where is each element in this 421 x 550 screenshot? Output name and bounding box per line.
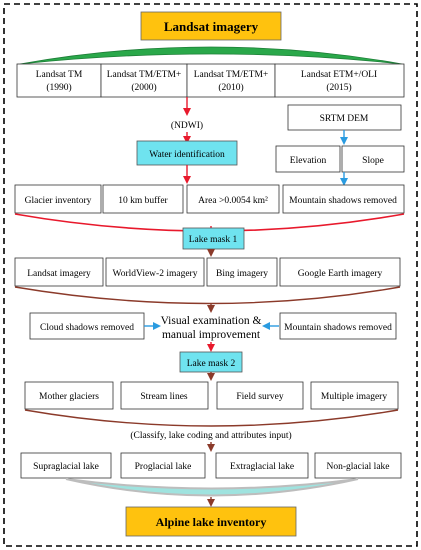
imagery-box-3 (206, 257, 278, 287)
lake-type-3-text: Extraglacial lake (230, 462, 294, 472)
lake-type-box-2 (120, 452, 206, 479)
source-3-line1: Landsat TM/ETM+ (194, 70, 269, 80)
filter-box-1 (14, 184, 102, 214)
attribute-3-text: Field survey (236, 392, 283, 402)
filter-1-text: Glacier inventory (25, 196, 92, 206)
brown-arc-1 (14, 286, 401, 305)
lake-mask-2-text: Lake mask 2 (187, 359, 236, 369)
title-box (140, 11, 282, 41)
attribute-2-text: Stream lines (140, 392, 188, 402)
elevation-box (275, 145, 341, 173)
lake-type-4-text: Non-glacial lake (326, 462, 389, 472)
source-box-3 (186, 63, 276, 98)
imagery-3-text: Bing imagery (216, 269, 268, 279)
source-2-line1: Landsat TM/ETM+ (107, 70, 182, 80)
attribute-box-4 (310, 381, 399, 410)
filter-2-text: 10 km buffer (118, 195, 168, 206)
source-1-line1: Landsat TM (36, 70, 83, 80)
imagery-box-4 (279, 257, 401, 287)
outer-frame (3, 3, 418, 547)
imagery-2-text: WorldView-2 imagery (113, 269, 198, 279)
slope-box (341, 145, 405, 173)
imagery-box-1 (14, 257, 104, 287)
elevation-text: Elevation (290, 156, 327, 166)
output-box (125, 506, 297, 537)
imagery-4-text: Google Earth imagery (298, 269, 383, 279)
source-1-line2: (1990) (46, 82, 71, 93)
source-4-line2: (2015) (326, 82, 351, 93)
visual-exam-line1: Visual examination & (161, 315, 262, 327)
attribute-box-1 (24, 381, 114, 410)
filter-box-3 (186, 184, 280, 214)
source-box-4 (274, 63, 405, 98)
slope-text: Slope (362, 156, 384, 166)
filter-4-text: Mountain shadows removed (289, 196, 397, 206)
srtm-dem-box (287, 104, 402, 131)
visual-exam-line2: manual improvement (162, 329, 261, 341)
source-box-1 (16, 63, 102, 98)
attribute-box-2 (120, 381, 209, 410)
lake-type-box-3 (215, 452, 309, 479)
srtm-dem-text: SRTM DEM (320, 114, 369, 124)
source-3-line2: (2010) (218, 82, 243, 93)
filter-box-4 (282, 184, 405, 214)
lake-type-1-text: Supraglacial lake (33, 462, 99, 472)
title-text: Landsat imagery (164, 19, 259, 34)
lake-mask-1-text: Lake mask 1 (189, 235, 238, 245)
classify-label: (Classify, lake coding and attributes in… (130, 430, 291, 441)
imagery-1-text: Landsat imagery (27, 269, 91, 279)
lake-type-box-1 (20, 452, 112, 479)
lake-type-2-text: Proglacial lake (135, 462, 192, 472)
source-4-line1: Landsat ETM+/OLI (301, 70, 377, 80)
grey-arc (65, 478, 359, 497)
source-box-2 (100, 63, 188, 98)
water-identification-text: Water identification (149, 149, 225, 160)
ndwi-label: (NDWI) (171, 120, 203, 131)
brown-arc-2 (24, 409, 399, 427)
mountain-shadows-box (279, 312, 397, 340)
source-2-line2: (2000) (131, 82, 156, 93)
attribute-1-text: Mother glaciers (39, 392, 99, 402)
lake-type-box-4 (314, 452, 402, 479)
attribute-box-3 (216, 381, 304, 410)
water-identification-box (136, 140, 238, 166)
attribute-4-text: Multiple imagery (321, 392, 387, 402)
mountain-shadows-text: Mountain shadows removed (284, 323, 392, 333)
filter-box-2 (102, 184, 184, 214)
cloud-shadows-box (29, 312, 145, 340)
green-arc (19, 46, 403, 65)
filter-3-text: Area >0.0054 km² (198, 196, 268, 206)
imagery-box-2 (105, 257, 205, 287)
cloud-shadows-text: Cloud shadows removed (40, 323, 134, 333)
output-text: Alpine lake inventory (156, 515, 267, 529)
